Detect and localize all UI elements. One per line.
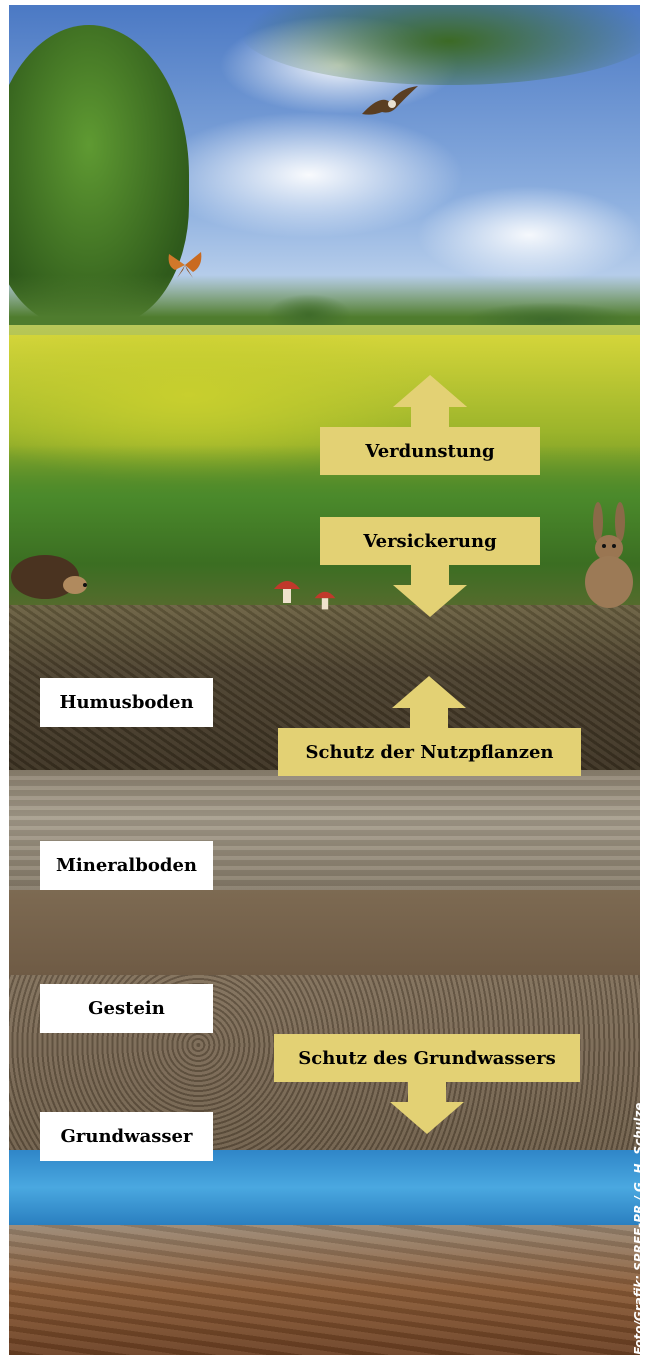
hare-icon (578, 500, 640, 610)
photo-credit: Foto/Grafik: SPREE-PR / G. H. Schulze (632, 1103, 646, 1355)
mineral-label: Mineralboden (40, 841, 213, 890)
mushroom-icon (272, 575, 302, 605)
groundwater-label: Grundwasser (40, 1112, 213, 1161)
rock-label: Gestein (40, 984, 213, 1033)
eagle-icon (360, 84, 420, 124)
butterfly-icon (165, 250, 205, 280)
groundwater-layer (9, 1150, 640, 1225)
crop-protection-label: Schutz der Nutzpflanzen (278, 728, 581, 776)
bedrock-layer (9, 1225, 640, 1355)
infiltration-label: Versickerung (320, 517, 540, 565)
hedgehog-icon (9, 545, 89, 600)
clay-layer (9, 890, 640, 975)
evaporation-label: Verdunstung (320, 427, 540, 475)
groundwater-protection-label: Schutz des Grundwassers (274, 1034, 580, 1082)
humus-label: Humusboden (40, 678, 213, 727)
